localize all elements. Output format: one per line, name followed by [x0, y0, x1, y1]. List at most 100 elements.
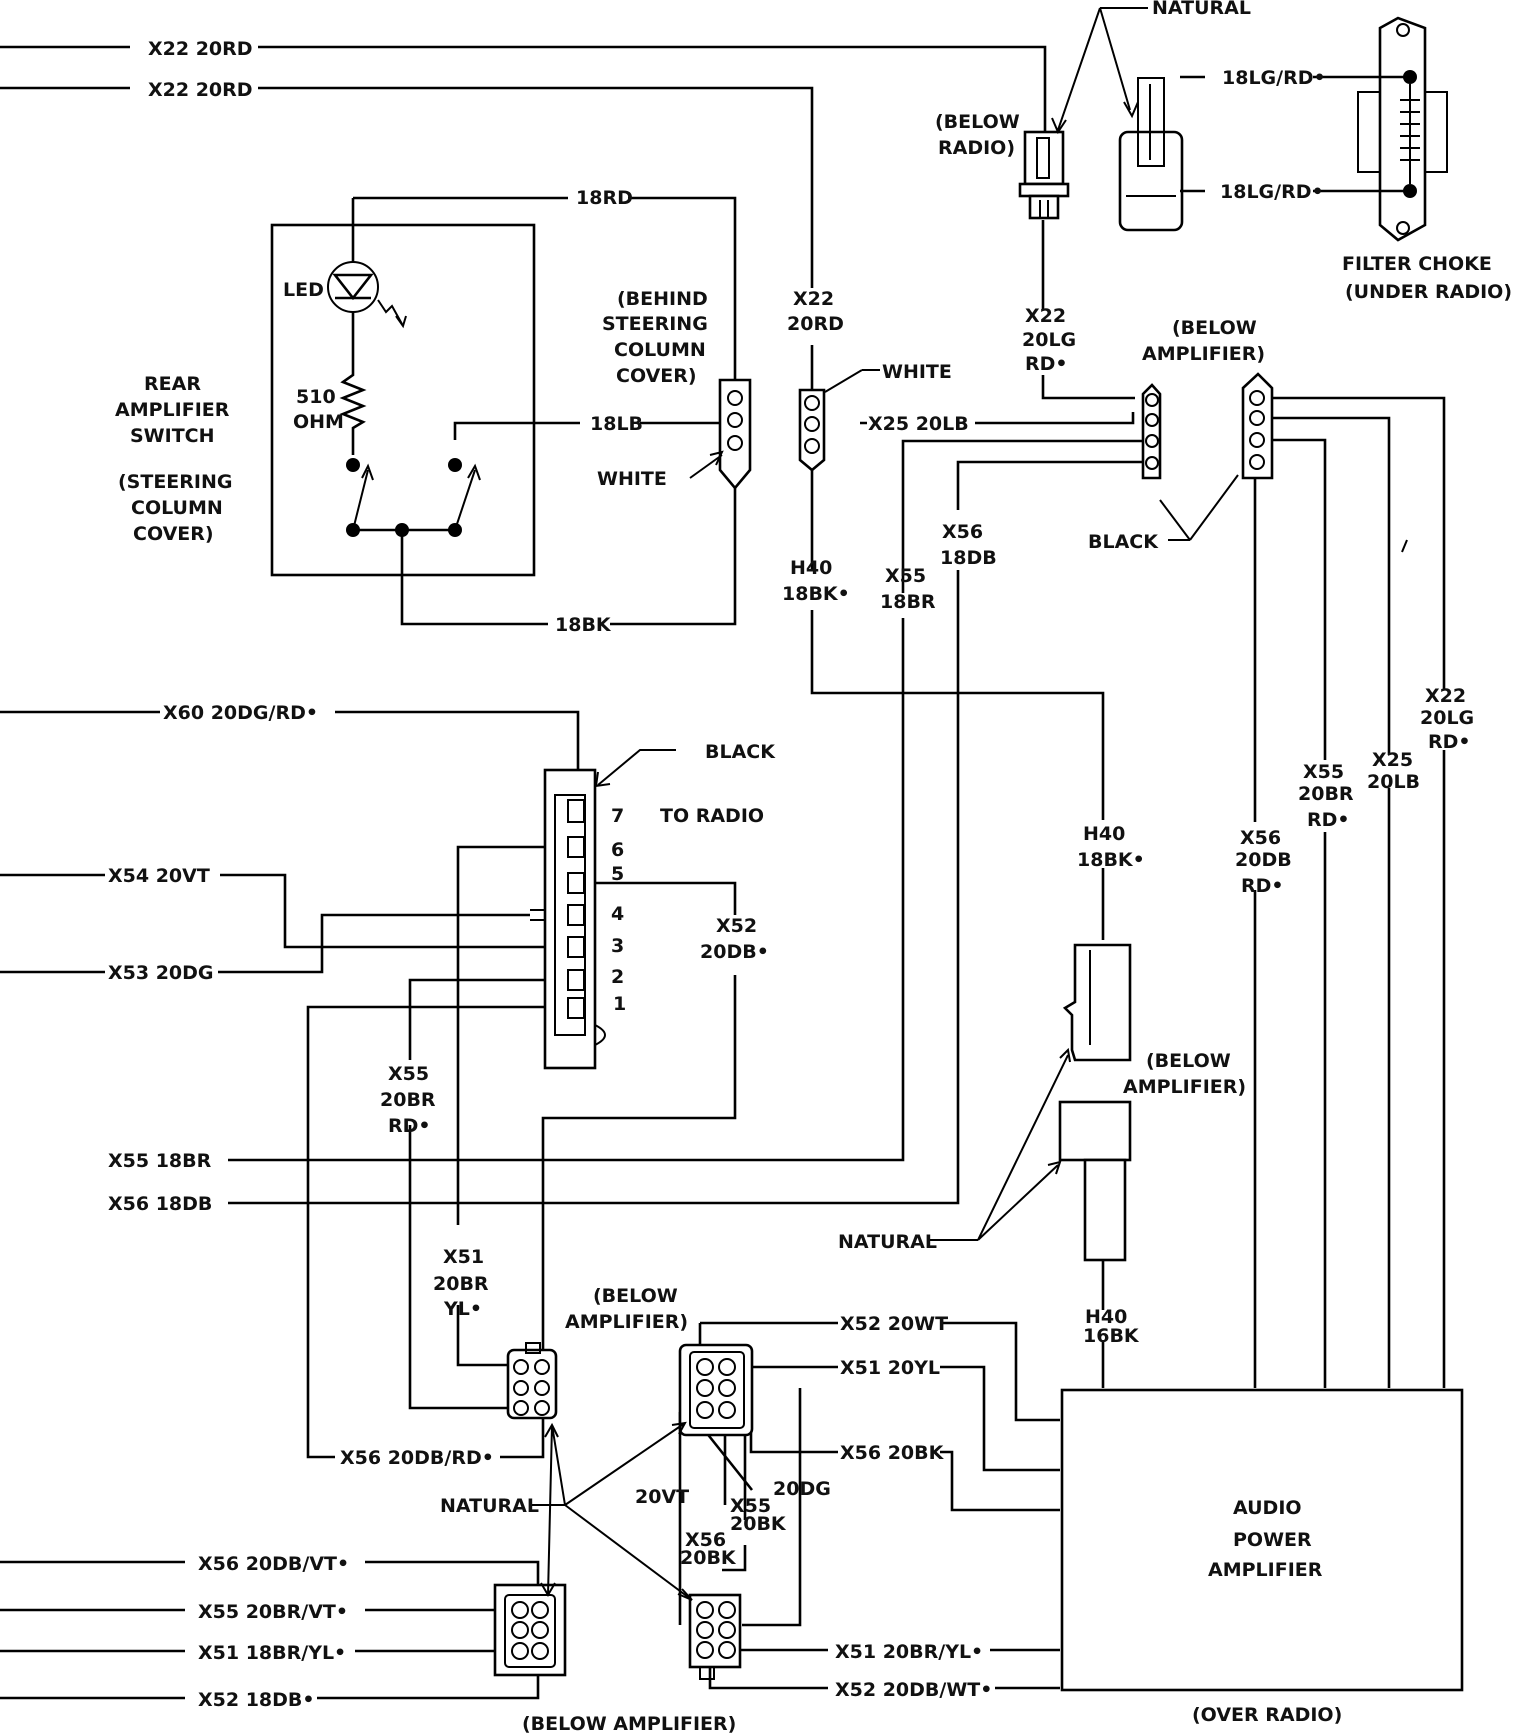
label-rear-amp-2: AMPLIFIER: [115, 399, 230, 421]
label-x51-18br-yl: X51 18BR/YL•: [198, 1642, 346, 1664]
wire-x22-20rd-second: [0, 86, 814, 288]
connector-6pin-d: [688, 1593, 742, 1680]
label-x56-20db-r1: X56: [1240, 827, 1281, 849]
label-pin7: 7: [611, 805, 624, 827]
label-behind-4: COVER): [616, 365, 697, 387]
label-x55-20bk-1: X55: [730, 1495, 771, 1517]
wire-pin1-x56: [306, 1005, 578, 1459]
label-x25-20lb-r2: 20LB: [1367, 771, 1420, 793]
audio-power-amplifier: [1060, 1388, 1464, 1692]
wire-x22-20lg: [1041, 220, 1135, 400]
wire-x60: [0, 710, 580, 800]
wire-x52-20db-wt: [708, 1665, 1060, 1690]
label-x22-20lg-2: 20LG: [1022, 329, 1076, 351]
wire-x55-20br-right: [1270, 438, 1327, 1388]
h40-connector: [1058, 943, 1132, 1262]
label-natural-low: NATURAL: [440, 1495, 539, 1517]
label-h40-low-2: 16BK: [1083, 1325, 1140, 1347]
label-x55-20br-m2: 20BR: [380, 1089, 436, 1111]
label-x22-20lg-r3: RD•: [1428, 731, 1471, 753]
label-pin4: 4: [611, 903, 624, 925]
label-natural-top: NATURAL: [1152, 0, 1251, 19]
wires: [0, 45, 1446, 1700]
label-pin2: 2: [611, 966, 624, 988]
filter-choke: [1313, 16, 1448, 242]
label-x56-18db-1: X56: [942, 521, 983, 543]
label-x22-20rd-a: X22 20RD: [148, 38, 253, 60]
label-x52-20db-1: X52: [716, 915, 757, 937]
label-x55-18br: X55 18BR: [108, 1150, 212, 1172]
label-x56-20db-r2: 20DB: [1235, 849, 1292, 871]
wire-18rd: [353, 196, 737, 382]
label-rear-amp-3: SWITCH: [130, 425, 215, 447]
label-x22-20rd-v2: 20RD: [787, 313, 844, 335]
label-below-radio-2: RADIO): [938, 137, 1015, 159]
label-x56-20bk-2: 20BK: [680, 1547, 737, 1569]
label-led: LED: [283, 279, 324, 301]
wire-x25-20lb: [860, 412, 1135, 425]
label-18lg-rd-b: 18LG/RD•: [1220, 181, 1324, 203]
label-x51-20yl: X51 20YL: [840, 1357, 940, 1379]
label-below-amp-1: (BELOW: [1172, 317, 1257, 339]
label-h40-1: H40: [790, 557, 832, 579]
wire-18bk: [400, 470, 737, 626]
wire-x56-20db-vt: [0, 1560, 540, 1590]
label-behind-2: STEERING: [602, 313, 708, 335]
label-black-a: BLACK: [1088, 531, 1159, 553]
wire-x54: [0, 873, 575, 949]
label-x22-20lg-1: X22: [1025, 305, 1066, 327]
label-x22-20lg-r1: X22: [1425, 685, 1466, 707]
label-below-radio-1: (BELOW: [935, 111, 1020, 133]
radio-connector: [530, 768, 606, 1070]
label-x56-18db: X56 18DB: [108, 1193, 212, 1215]
label-steering-3: COVER): [133, 523, 214, 545]
connector-6pin-b: [678, 1343, 754, 1437]
label-h40-mid-1: H40: [1083, 823, 1125, 845]
label-x56-20bk-1: X56: [685, 1529, 726, 1551]
label-x56-20db-vt: X56 20DB/VT•: [198, 1553, 349, 1575]
label-pin1: 1: [613, 993, 626, 1015]
wire-x56-18db: [228, 460, 1148, 1205]
label-x55-18br-1: X55: [885, 565, 926, 587]
label-over-radio: (OVER RADIO): [1192, 1704, 1342, 1726]
label-filter-choke-2: (UNDER RADIO): [1345, 281, 1512, 303]
label-x55-20br-r1: X55: [1303, 761, 1344, 783]
label-x55-20br-r2: 20BR: [1298, 783, 1354, 805]
label-x56-18db-2: 18DB: [940, 547, 997, 569]
label-x54: X54 20VT: [108, 865, 210, 887]
filter-connector: [1118, 75, 1205, 232]
label-x55-20bk-2: 20BK: [730, 1513, 787, 1535]
connector-6pin-c: [493, 1583, 567, 1677]
label-below-amp-bottom: (BELOW AMPLIFIER): [522, 1713, 736, 1735]
label-behind-1: (BEHIND: [617, 288, 708, 310]
label-x22-20rd-v1: X22: [793, 288, 834, 310]
label-h40-mid-2: 18BK•: [1077, 849, 1145, 871]
label-x51-2: 20BR: [433, 1273, 489, 1295]
label-rear-amp-1: REAR: [144, 373, 201, 395]
label-ohm-1: 510: [296, 386, 336, 408]
label-x25-20lb-r1: X25: [1372, 749, 1413, 771]
wire-x22-20lg-right: [1270, 396, 1446, 1388]
label-h40-low-1: H40: [1085, 1306, 1127, 1328]
label-20dg: 20DG: [773, 1478, 831, 1500]
label-white-b: WHITE: [597, 468, 667, 490]
label-18lb: 18LB: [590, 413, 643, 435]
wire-20dg: [742, 1388, 802, 1627]
label-below-amp2-2: AMPLIFIER): [1123, 1076, 1246, 1098]
label-steering-2: COLUMN: [131, 497, 223, 519]
label-x60: X60 20DG/RD•: [163, 702, 318, 724]
label-x52-20db-wt: X52 20DB/WT•: [835, 1679, 992, 1701]
wire-18lb: [453, 421, 720, 440]
connector-6pin-a: [506, 1342, 558, 1420]
label-x52-20db-2: 20DB•: [700, 941, 769, 963]
amp-connector-4pin-b: [1241, 372, 1274, 480]
labels: NATURAL X22 20RD X22 20RD (BELOW RADIO) …: [108, 0, 1512, 1735]
wire-pin6-x51: [456, 845, 578, 1367]
wire-x53: [0, 913, 530, 974]
label-x56-20bk: X56 20BK: [840, 1442, 945, 1464]
label-ohm-2: OHM: [293, 411, 344, 433]
label-to-radio: TO RADIO: [660, 805, 764, 827]
label-18bk: 18BK: [555, 614, 612, 636]
white-inline-connector: [798, 388, 826, 472]
label-audio-1: AUDIO: [1233, 1497, 1302, 1519]
